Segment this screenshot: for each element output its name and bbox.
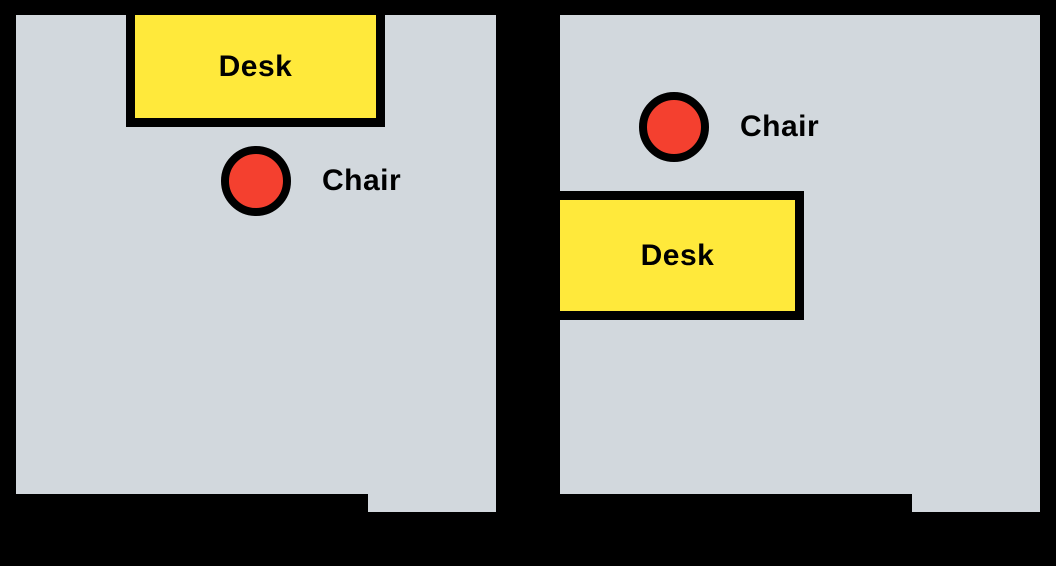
room-1-chair-label: Chair	[322, 164, 402, 197]
room-1-chair-marker	[221, 146, 291, 216]
room-1-desk: Desk	[126, 6, 385, 127]
room-2-chair-label: Chair	[740, 110, 820, 143]
room-2-chair-marker	[639, 92, 709, 162]
room-1-desk-label: Desk	[218, 49, 293, 83]
room-2-desk-label: Desk	[640, 238, 715, 272]
room-2-desk: Desk	[551, 191, 804, 320]
room-2-door-notch	[912, 494, 1040, 512]
room-1-door-notch	[368, 494, 496, 512]
